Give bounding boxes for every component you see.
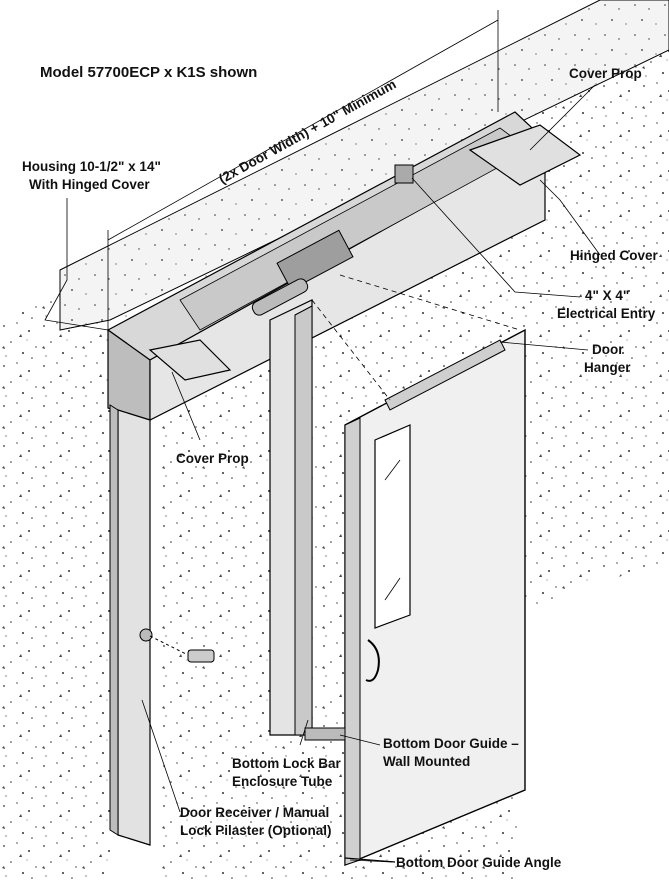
guide-wall-label-line1: Bottom Door Guide – xyxy=(383,736,519,751)
callout-leaders xyxy=(44,84,601,863)
housing-label-line2: With Hinged Cover xyxy=(29,177,150,192)
receiver-label-line1: Door Receiver / Manual xyxy=(180,805,329,820)
housing-label-line1: Housing 10-1/2" x 14" xyxy=(22,159,161,174)
sliding-door xyxy=(304,328,526,867)
cover-prop-top-label: Cover Prop xyxy=(569,66,642,81)
door-hanger-label-line2: Hanger xyxy=(584,360,631,375)
guide-angle-label: Bottom Door Guide Angle xyxy=(396,855,562,870)
hinged-cover-label: Hinged Cover xyxy=(570,248,659,263)
drawing-title: Model 57700ECP x K1S shown xyxy=(40,64,257,81)
electrical-entry-label-line1: 4" X 4" xyxy=(585,288,629,303)
lock-tube-label-line1: Bottom Lock Bar xyxy=(232,756,342,771)
lock-bar-enclosure-tube xyxy=(269,299,313,736)
electrical-entry-label-line2: Electrical Entry xyxy=(557,306,656,321)
door-hanger-label-line1: Door xyxy=(592,342,624,357)
key-icon xyxy=(149,635,215,663)
operator-housing xyxy=(106,111,582,421)
guide-wall-label-line2: Wall Mounted xyxy=(383,754,470,769)
receiver-label-line2: Lock Pilaster (Optional) xyxy=(180,823,332,838)
door-receiver-pilaster xyxy=(109,404,153,846)
cover-prop-left-label: Cover Prop xyxy=(176,451,249,466)
lock-tube-label-line2: Enclosure Tube xyxy=(232,774,333,789)
motion-guides xyxy=(311,274,521,401)
